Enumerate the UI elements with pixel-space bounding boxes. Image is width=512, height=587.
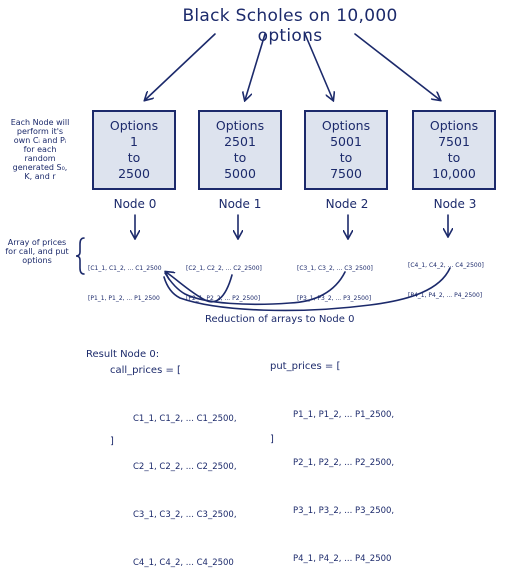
node2-put-array: [P3_1, P3_2, ... P3_2500] [297, 295, 372, 302]
arrow-title-node3 [354, 33, 440, 100]
node2-array-list: [C3_1, C3_2, ... C3_2500] [P3_1, P3_2, .… [297, 244, 373, 314]
node1-put-array: [P2_1, P2_2, ... P2_2500] [186, 295, 261, 302]
node0-label: Node 0 [113, 197, 157, 211]
call-prices-label: call_prices = [ [110, 365, 181, 376]
node3-put-array: [P4_1, P4_2, ... P4_2500] [408, 292, 483, 299]
reduction-label: Reduction of arrays to Node 0 [205, 314, 355, 325]
put-prices-row-3: P3_1, P3_2, ... P3_2500, [293, 506, 395, 516]
node1-array-list: [C2_1, C2_2, ... C2_2500] [P2_1, P2_2, .… [186, 244, 262, 314]
node1-box-line-3: to [233, 150, 247, 165]
node0-array-list: [C1_1, C1_2, ... C1_2500 [P1_1, P1_2, ..… [88, 244, 162, 314]
call-prices-row-2: C2_1, C2_2, ... C2_2500, [133, 462, 237, 472]
reduction-curve-node2 [164, 271, 346, 306]
reduction-curve-node3 [163, 267, 451, 312]
connector-lines [75, 33, 512, 312]
node1-box-line-2: 2501 [224, 134, 256, 149]
arrow-title-node0 [145, 33, 216, 100]
result-heading: Result Node 0: [86, 349, 160, 360]
node3-box-line-3: to [447, 150, 461, 165]
node3-label: Node 3 [433, 197, 477, 211]
node0-box-line-3: to [127, 150, 141, 165]
node3-array-list: [C4_1, C4_2, ... C4_2500] [P4_1, P4_2, .… [408, 241, 484, 311]
put-prices-row-2: P2_1, P2_2, ... P2_2500, [293, 458, 395, 468]
node0-options-box: Options 1 to 2500 [92, 110, 176, 190]
node3-box-line-4: 10,000 [432, 166, 476, 181]
call-prices-close: ] [110, 436, 114, 447]
put-prices-close: ] [270, 434, 274, 445]
node3-call-array: [C4_1, C4_2, ... C4_2500] [408, 262, 484, 269]
put-prices-rows: P1_1, P1_2, ... P1_2500, P2_1, P2_2, ...… [293, 375, 394, 583]
node3-box-line-1: Options [429, 118, 479, 133]
node3-options-box: Options 7501 to 10,000 [412, 110, 496, 190]
node1-label: Node 1 [218, 197, 262, 211]
diagram-title: Black Scholes on 10,000 options [182, 6, 398, 46]
node0-box-line-4: 2500 [118, 166, 150, 181]
node2-box-line-3: to [339, 150, 353, 165]
node1-box-line-4: 5000 [224, 166, 256, 181]
put-prices-row-1: P1_1, P1_2, ... P1_2500, [293, 410, 395, 420]
node3-box-line-2: 7501 [438, 134, 470, 149]
node2-box-line-2: 5001 [330, 134, 362, 149]
node0-box-line-2: 1 [130, 134, 138, 149]
put-prices-row-4: P4_1, P4_2, ... P4_2500 [293, 554, 392, 564]
node2-label: Node 2 [325, 197, 369, 211]
node1-options-box: Options 2501 to 5000 [198, 110, 282, 190]
call-prices-row-4: C4_1, C4_2, ... C4_2500 [133, 558, 234, 568]
node2-call-array: [C3_1, C3_2, ... C3_2500] [297, 265, 373, 272]
side-note-arrays: Array of prices for call, and put option… [5, 238, 69, 265]
node1-call-array: [C2_1, C2_2, ... C2_2500] [186, 265, 262, 272]
node2-box-line-4: 7500 [330, 166, 362, 181]
side-note-node-work: Each Node will perform it's own Cᵢ and P… [10, 118, 70, 181]
node1-box-line-1: Options [215, 118, 265, 133]
call-prices-row-1: C1_1, C1_2, ... C1_2500, [133, 414, 237, 424]
arrow-title-node1 [245, 33, 266, 100]
put-prices-label: put_prices = [ [270, 361, 341, 372]
node0-box-line-1: Options [109, 118, 159, 133]
bracket-arrays [75, 237, 85, 275]
arrow-title-node2 [304, 33, 333, 100]
call-prices-row-3: C3_1, C3_2, ... C3_2500, [133, 510, 237, 520]
node0-call-array: [C1_1, C1_2, ... C1_2500 [88, 265, 162, 272]
node0-put-array: [P1_1, P1_2, ... P1_2500 [88, 295, 160, 302]
node2-options-box: Options 5001 to 7500 [304, 110, 388, 190]
node2-box-line-1: Options [321, 118, 371, 133]
call-prices-rows: C1_1, C1_2, ... C1_2500, C2_1, C2_2, ...… [133, 379, 237, 587]
